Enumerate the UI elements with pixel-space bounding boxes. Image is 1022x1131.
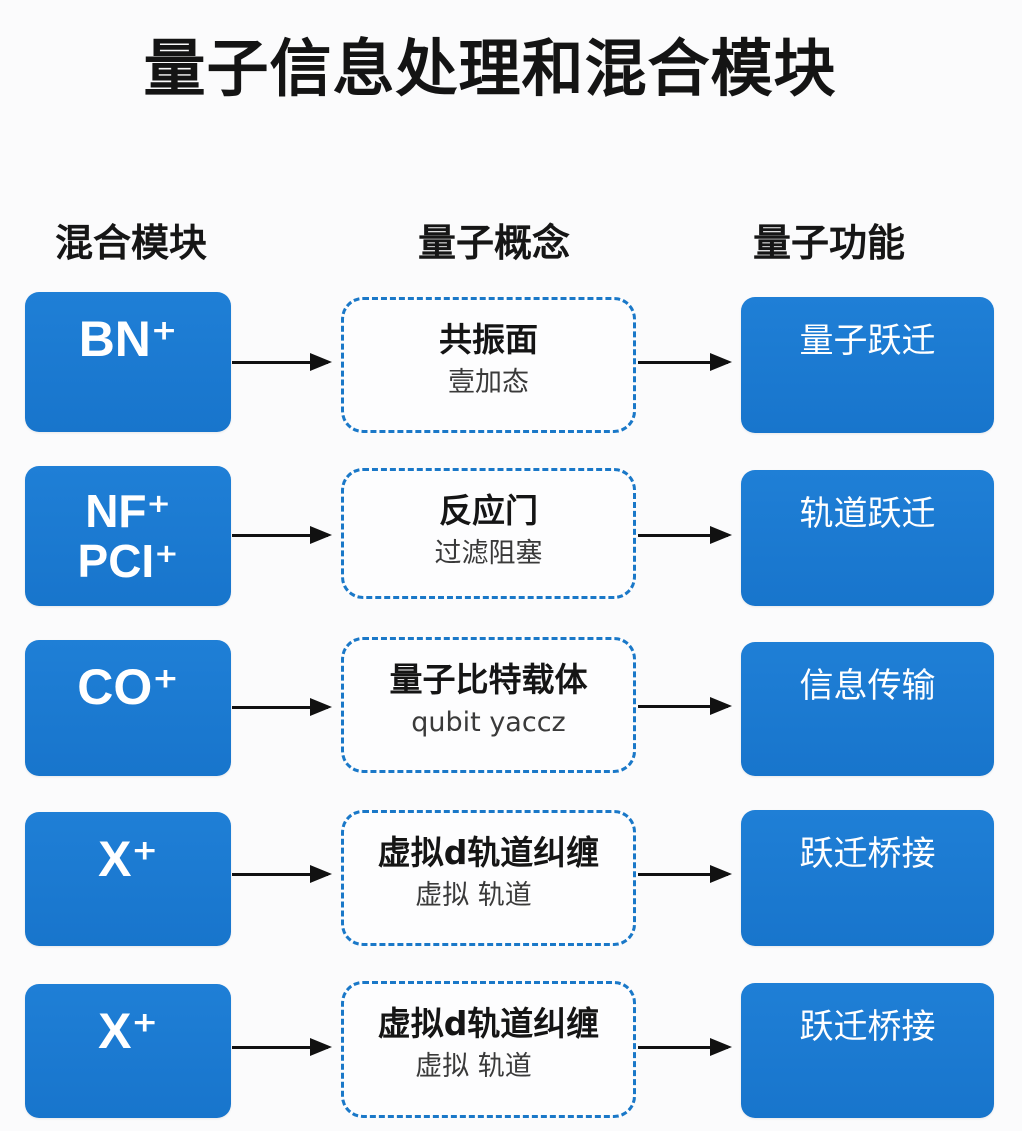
concept-label: 量子比特载体	[389, 660, 588, 699]
function-label: 信息传输	[799, 666, 936, 706]
arrow-right-icon	[232, 1038, 332, 1056]
module-box: CO⁺	[25, 640, 231, 776]
concept-box: 共振面 壹加态	[341, 297, 636, 433]
arrow-right-icon	[232, 353, 332, 371]
diagram-title: 量子信息处理和混合模块	[143, 32, 837, 105]
column-header-modules: 混合模块	[55, 221, 208, 265]
module-box: X⁺	[25, 984, 231, 1118]
arrow-right-icon	[232, 698, 332, 716]
function-box: 跃迁桥接	[741, 810, 994, 946]
module-label: BN⁺	[78, 311, 178, 367]
concept-label: 共振面	[439, 320, 538, 359]
concept-sublabel: 壹加态	[448, 367, 529, 398]
concept-sublabel: 过滤阻塞	[434, 538, 543, 569]
function-label: 跃迁桥接	[799, 834, 936, 874]
function-box: 跃迁桥接	[741, 983, 994, 1118]
module-box: X⁺	[25, 812, 231, 946]
concept-sublabel: 虚拟 轨道	[415, 1051, 532, 1082]
arrow-right-icon	[638, 526, 732, 544]
function-box: 信息传输	[741, 642, 994, 776]
arrow-right-icon	[638, 697, 732, 715]
function-box: 量子跃迁	[741, 297, 994, 433]
module-label: X⁺	[98, 1003, 158, 1059]
concept-label: 反应门	[439, 491, 538, 530]
column-header-functions: 量子功能	[753, 221, 906, 265]
column-header-concepts: 量子概念	[418, 221, 571, 265]
module-label: NF⁺ PCI⁺	[77, 485, 179, 587]
module-label: X⁺	[98, 831, 158, 887]
function-label: 量子跃迁	[799, 321, 936, 361]
concept-box: 反应门 过滤阻塞	[341, 468, 636, 599]
concept-sublabel: 虚拟 轨道	[415, 880, 532, 911]
arrow-right-icon	[638, 1038, 732, 1056]
arrow-right-icon	[638, 865, 732, 883]
module-label: CO⁺	[77, 659, 179, 715]
concept-sublabel: qubit yaccz	[411, 707, 566, 738]
module-box: BN⁺	[25, 292, 231, 432]
concept-label: 虚拟d轨道纠缠	[377, 1004, 600, 1043]
concept-box: 量子比特载体 qubit yaccz	[341, 637, 636, 773]
function-label: 跃迁桥接	[799, 1007, 936, 1047]
function-label: 轨道跃迁	[799, 494, 936, 534]
arrow-right-icon	[638, 353, 732, 371]
concept-box: 虚拟d轨道纠缠 虚拟 轨道	[341, 810, 636, 946]
function-box: 轨道跃迁	[741, 470, 994, 606]
concept-label: 虚拟d轨道纠缠	[377, 833, 600, 872]
concept-box: 虚拟d轨道纠缠 虚拟 轨道	[341, 981, 636, 1118]
arrow-right-icon	[232, 865, 332, 883]
arrow-right-icon	[232, 526, 332, 544]
module-box: NF⁺ PCI⁺	[25, 466, 231, 606]
